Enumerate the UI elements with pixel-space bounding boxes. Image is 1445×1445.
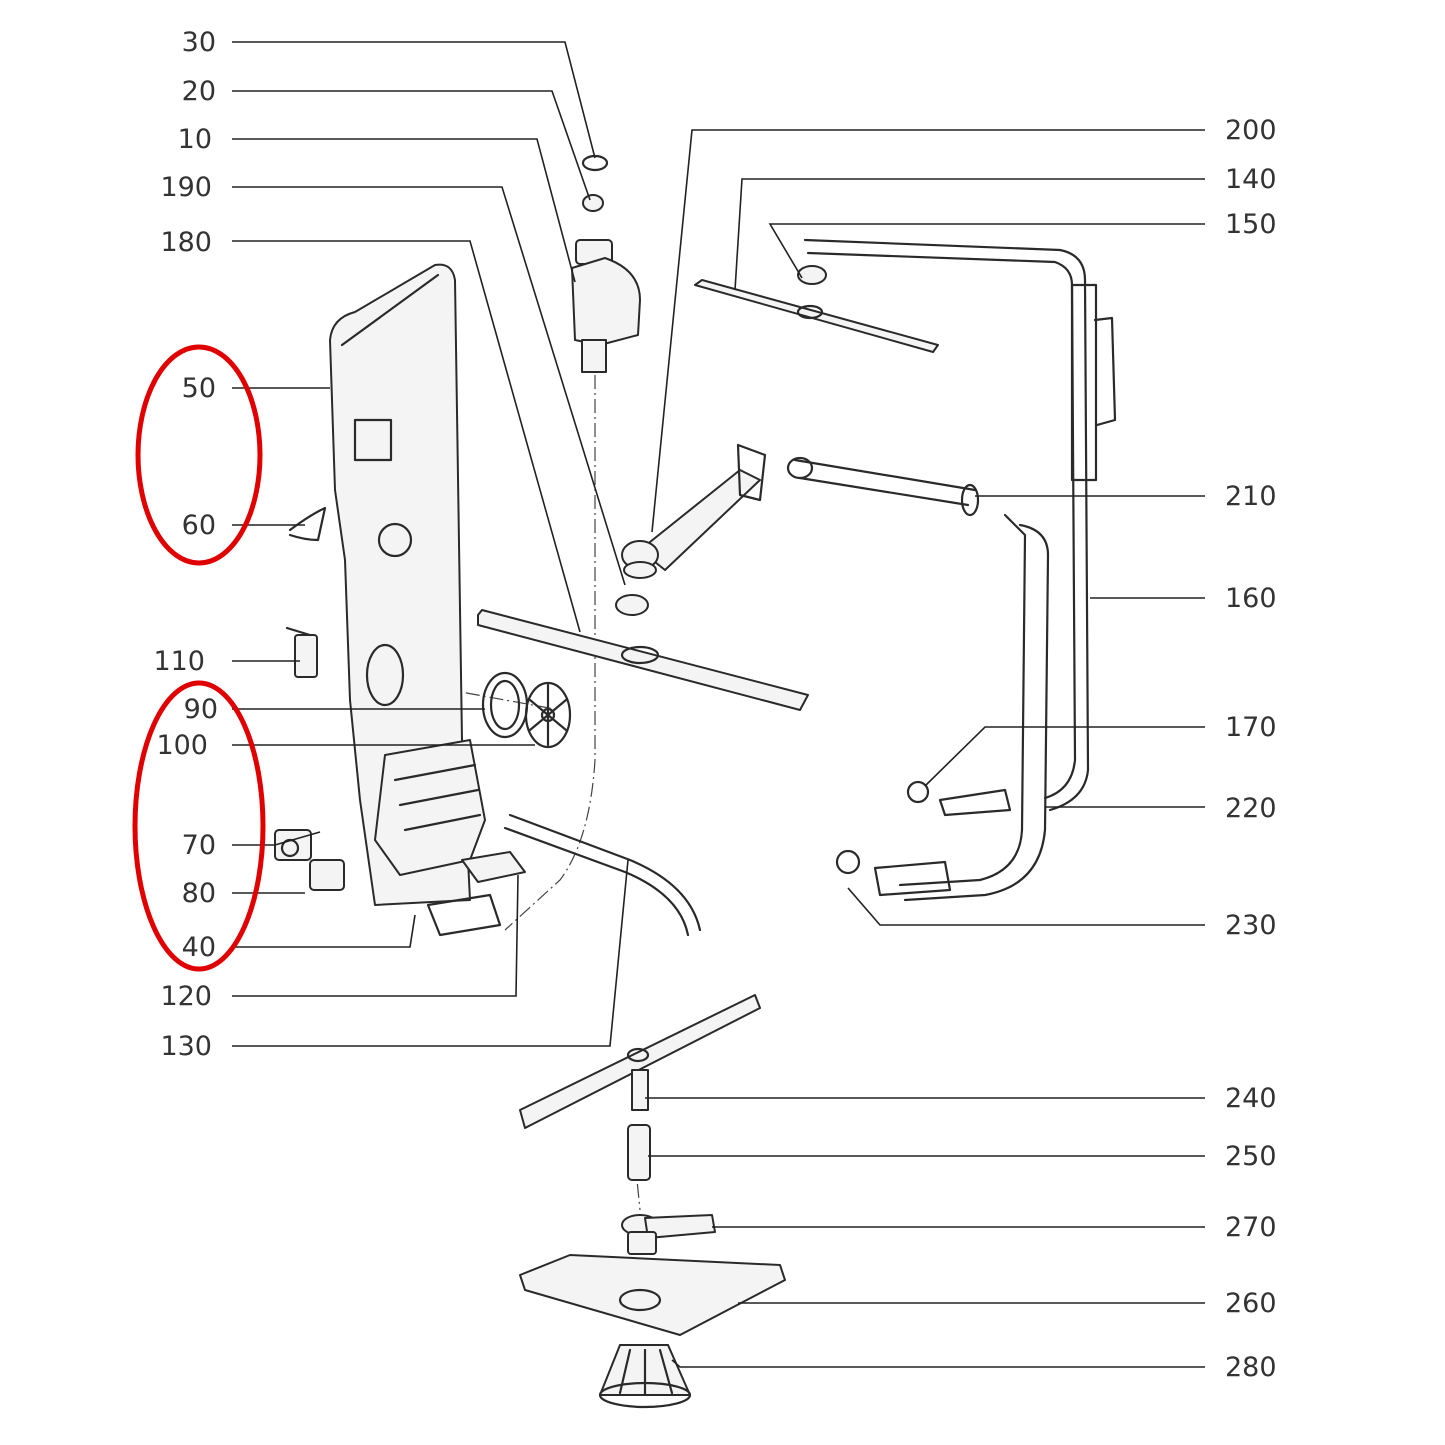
part-filter-cup-280 xyxy=(598,1344,692,1409)
part-hose-ends xyxy=(873,860,952,897)
callout-130: 130 xyxy=(160,1031,212,1062)
part-middle-arm-support-200 xyxy=(621,443,767,579)
callout-160: 160 xyxy=(1225,583,1277,614)
callout-90: 90 xyxy=(184,694,218,725)
part-seal-90 xyxy=(481,671,529,739)
callout-190: 190 xyxy=(160,172,212,203)
part-clamp-230 xyxy=(835,849,861,875)
callout-170: 170 xyxy=(1225,712,1277,743)
part-lower-spray-arm-240 xyxy=(519,994,761,1129)
callout-labels-right: 200 140 150 210 160 170 220 230 240 250 … xyxy=(1225,115,1277,1383)
part-filter-100 xyxy=(524,681,572,749)
callout-200: 200 xyxy=(1225,115,1277,146)
callout-280: 280 xyxy=(1225,1352,1277,1383)
callout-10: 10 xyxy=(178,124,212,155)
callout-50: 50 xyxy=(182,373,216,404)
part-tube-210 xyxy=(786,456,980,517)
callout-70: 70 xyxy=(182,830,216,861)
part-nut-150 xyxy=(797,265,827,285)
callout-250: 250 xyxy=(1225,1141,1277,1172)
callout-210: 210 xyxy=(1225,481,1277,512)
callout-30: 30 xyxy=(182,27,216,58)
part-upper-spray-arm-140 xyxy=(694,279,939,353)
part-hose-130 xyxy=(503,813,702,937)
part-middle-spray-arm-180 xyxy=(477,609,809,711)
callout-labels-left: 30 20 10 190 180 50 60 110 90 100 70 80 … xyxy=(153,27,218,1062)
part-valve-80 xyxy=(309,859,345,891)
part-nut-20 xyxy=(582,194,604,212)
part-feed-pipe-160 xyxy=(803,238,1117,812)
callout-40: 40 xyxy=(182,932,216,963)
highlight-ellipse-upper xyxy=(135,344,263,566)
part-cap-30 xyxy=(581,154,609,172)
part-hose-220 xyxy=(898,513,1050,902)
callout-60: 60 xyxy=(182,510,216,541)
part-pump-housing xyxy=(374,739,486,876)
callout-180: 180 xyxy=(160,227,212,258)
part-nut-190 xyxy=(615,594,649,616)
callout-140: 140 xyxy=(1225,164,1277,195)
callout-80: 80 xyxy=(182,878,216,909)
part-valve-70 xyxy=(274,829,312,861)
callout-240: 240 xyxy=(1225,1083,1277,1114)
part-diverter-10 xyxy=(571,239,641,373)
callout-260: 260 xyxy=(1225,1288,1277,1319)
part-clamp-170 xyxy=(906,780,930,804)
part-sump-270 xyxy=(621,1214,716,1255)
callout-220: 220 xyxy=(1225,793,1277,824)
highlight-ellipse-lower xyxy=(132,680,266,972)
part-switch-110 xyxy=(285,626,318,678)
callout-270: 270 xyxy=(1225,1212,1277,1243)
part-clip-60 xyxy=(288,506,327,542)
part-heater-120 xyxy=(426,851,526,937)
part-connector-250 xyxy=(627,1124,651,1181)
leader-lines xyxy=(232,41,1205,1368)
callout-110: 110 xyxy=(153,646,205,677)
callout-120: 120 xyxy=(160,981,212,1012)
callout-150: 150 xyxy=(1225,209,1277,240)
callout-230: 230 xyxy=(1225,910,1277,941)
callout-20: 20 xyxy=(182,76,216,107)
callout-100: 100 xyxy=(156,730,208,761)
part-filter-plate-260 xyxy=(519,1254,786,1336)
highlight-marks xyxy=(132,344,266,972)
